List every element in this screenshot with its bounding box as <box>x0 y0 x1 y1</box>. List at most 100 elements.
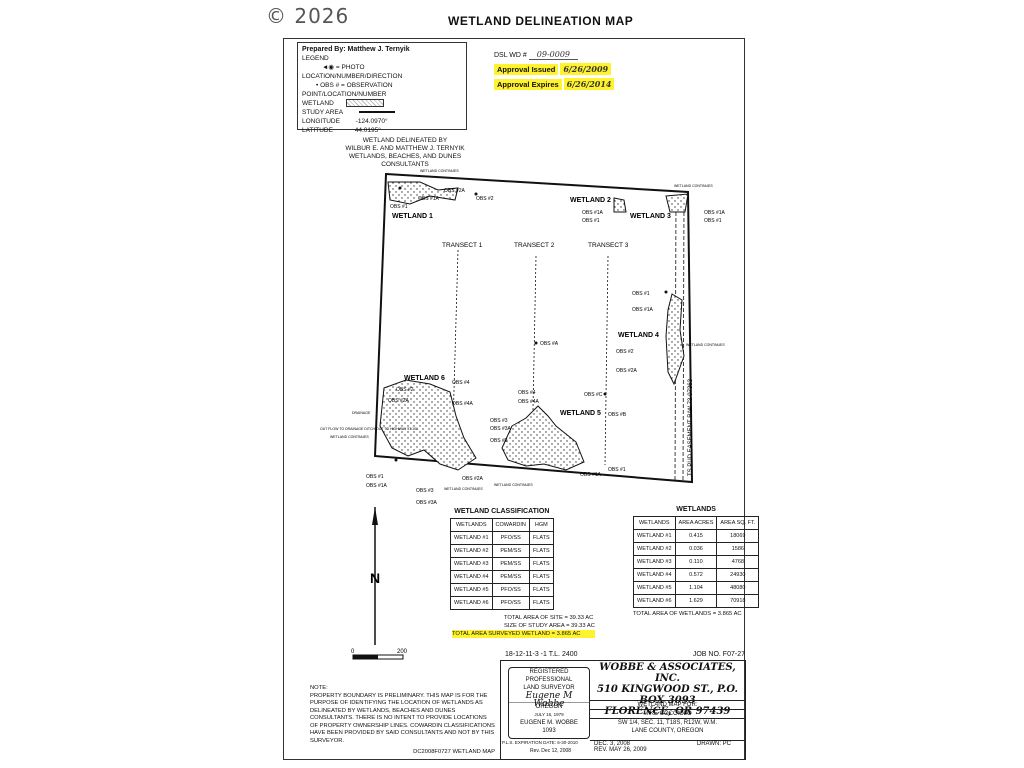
note-text: PROPERTY BOUNDARY IS PRELIMINARY. THIS M… <box>310 692 495 744</box>
stamp-line-2: PROFESSIONAL <box>525 677 573 683</box>
table-cell: 0.110 <box>674 555 718 569</box>
obs-point <box>534 341 538 345</box>
table-cell: WETLAND #1 <box>633 529 676 543</box>
approval-expires-label: Approval Expires <box>494 79 562 90</box>
wetland-6-shape <box>379 379 477 471</box>
th-area-acres: AREA ACRES <box>674 516 718 530</box>
stamp-state: OREGON <box>535 704 563 710</box>
legend-photo: = PHOTO LOCATION/NUMBER/DIRECTION <box>302 64 403 80</box>
delineated-line-1: WETLAND DELINEATED BY <box>362 137 448 144</box>
table-cell: PFO/SS <box>491 583 530 597</box>
table-cell: PEM/SS <box>491 544 530 558</box>
wetland-label-5: WETLAND 5 <box>560 410 601 417</box>
taxlot: 18-12-11-3 -1 T.L. 2400 <box>505 651 578 658</box>
map-for: WETLAND MAP FOR: <box>637 702 698 708</box>
wetland-3-shape <box>665 193 689 213</box>
legend-obs-symbol: • OBS # <box>316 82 340 89</box>
transect-3-line <box>604 255 609 466</box>
table-cell: WETLAND #5 <box>450 583 493 597</box>
obs-label: OBS #2 <box>490 438 508 444</box>
obs-label: OBS #A <box>540 341 559 347</box>
firm-addr-2: FLORENCE, OR 97439 <box>604 706 731 717</box>
approval-issued-date: 6/26/2009 <box>560 63 612 75</box>
legend-box: Prepared By: Matthew J. Ternyik LEGEND ◄… <box>297 42 467 134</box>
site-map: WETLAND 1 WETLAND 2 WETLAND 3 WETLAND 4 … <box>320 169 726 506</box>
table-cell: WETLAND #4 <box>633 568 676 582</box>
table-cell: FLATS <box>528 531 554 545</box>
firm-name: WOBBE & ASSOCIATES, INC. <box>599 662 736 684</box>
obs-label: OBS #1 <box>582 218 600 224</box>
obs-point <box>394 458 398 462</box>
north-arrow-scale: N 0 200 <box>351 507 408 660</box>
obs-point <box>603 392 607 396</box>
wetland-2-shape <box>613 197 627 213</box>
stamp-number: 1093 <box>542 728 556 734</box>
surveyor-stamp: REGISTERED PROFESSIONAL LAND SURVEYOR Eu… <box>508 667 590 739</box>
wetland-5-shape <box>501 405 585 471</box>
signature: Eugene M Wobbe <box>509 692 589 709</box>
job-number: JOB NO. F07-27 <box>692 651 745 658</box>
total-study: SIZE OF STUDY AREA = 39.33 AC <box>504 623 595 629</box>
delineated-line-2: WILBUR E. AND MATTHEW J. TERNYIK <box>345 145 465 152</box>
client-name: MIKE COCCIOLO <box>590 709 745 718</box>
legend-wetland: WETLAND <box>302 100 334 107</box>
drawn-by: DRAWN: PC <box>696 741 731 747</box>
north-label: N <box>370 570 380 586</box>
location-2: LANE COUNTY, OREGON <box>631 728 704 734</box>
obs-label: OBS #1A <box>418 196 440 202</box>
transect-1-label: TRANSECT 1 <box>442 242 483 249</box>
table-cell: PFO/SS <box>491 531 530 545</box>
table-cell: WETLAND #2 <box>450 544 493 558</box>
drainage-label: DRAINAGE <box>352 411 371 415</box>
obs-label: OBS #B <box>608 412 627 418</box>
obs-label: OBS #3 <box>416 488 434 494</box>
table-cell: 0.572 <box>674 568 718 582</box>
table-cell: 24930 <box>716 568 760 582</box>
table-cell: WETLAND #1 <box>450 531 493 545</box>
obs-label: OBS #1 <box>608 467 626 473</box>
scale-zero: 0 <box>351 649 355 655</box>
obs-label: OBS #2A <box>462 476 484 482</box>
stamp-name: EUGENE M. WOBBE <box>520 720 578 726</box>
stamp-date: JULY 16, 1979 <box>534 712 564 717</box>
obs-points: OBS #2A OBS #2 OBS #1A OBS #1 OBS #1A OB… <box>366 186 726 506</box>
obs-label: OBS #2A <box>444 188 466 194</box>
obs-label: OBS #1 <box>632 291 650 297</box>
delineated-line-3: WETLANDS, BEACHES, AND DUNES CONSULTANTS <box>348 153 462 168</box>
study-area-boundary <box>373 172 694 484</box>
wetlands-block: WETLANDS WETLANDS AREA ACRES AREA SQ. FT… <box>633 506 760 617</box>
table-cell: FLATS <box>528 583 554 597</box>
legend-obs: = OBSERVATION POINT/LOCATION/NUMBER <box>302 82 393 98</box>
outfall-label: OUT FLOW TO DRAINAGE DITCH OUT TO HIGHWA… <box>320 427 418 431</box>
wetlands-title: WETLANDS <box>676 506 716 513</box>
date-drawn: DEC. 3, 2008 <box>594 741 631 747</box>
obs-label: OBS #C <box>584 392 603 398</box>
th-wetlands: WETLANDS <box>633 516 676 530</box>
obs-point <box>398 186 402 190</box>
scale-bar-fill <box>353 655 378 659</box>
table-cell: 70918 <box>716 594 760 608</box>
wetlands-total: TOTAL AREA OF WETLANDS = 3.865 AC <box>633 611 742 617</box>
continues-label: WETLAND CONTINUES <box>330 435 369 439</box>
wetland-4-shape <box>665 293 685 386</box>
table-cell: 0.036 <box>674 542 718 556</box>
prepared-by: Prepared By: Matthew J. Ternyik <box>302 46 410 53</box>
table-cell: 48080 <box>716 581 760 595</box>
job-line: 18-12-11-3 -1 T.L. 2400 JOB NO. F07-27 <box>505 651 745 658</box>
title-block <box>500 660 746 760</box>
easement-line-b <box>682 199 685 481</box>
obs-label: OBS #2A <box>388 398 410 404</box>
th-area-sqft: AREA SQ. FT. <box>716 516 760 530</box>
table-cell: WETLAND #3 <box>633 555 676 569</box>
th-cowardin: COWARDIN <box>491 518 530 532</box>
scale-max: 200 <box>397 649 408 655</box>
obs-label: OBS #1A <box>704 210 726 216</box>
obs-label: OBS #4 <box>452 380 470 386</box>
